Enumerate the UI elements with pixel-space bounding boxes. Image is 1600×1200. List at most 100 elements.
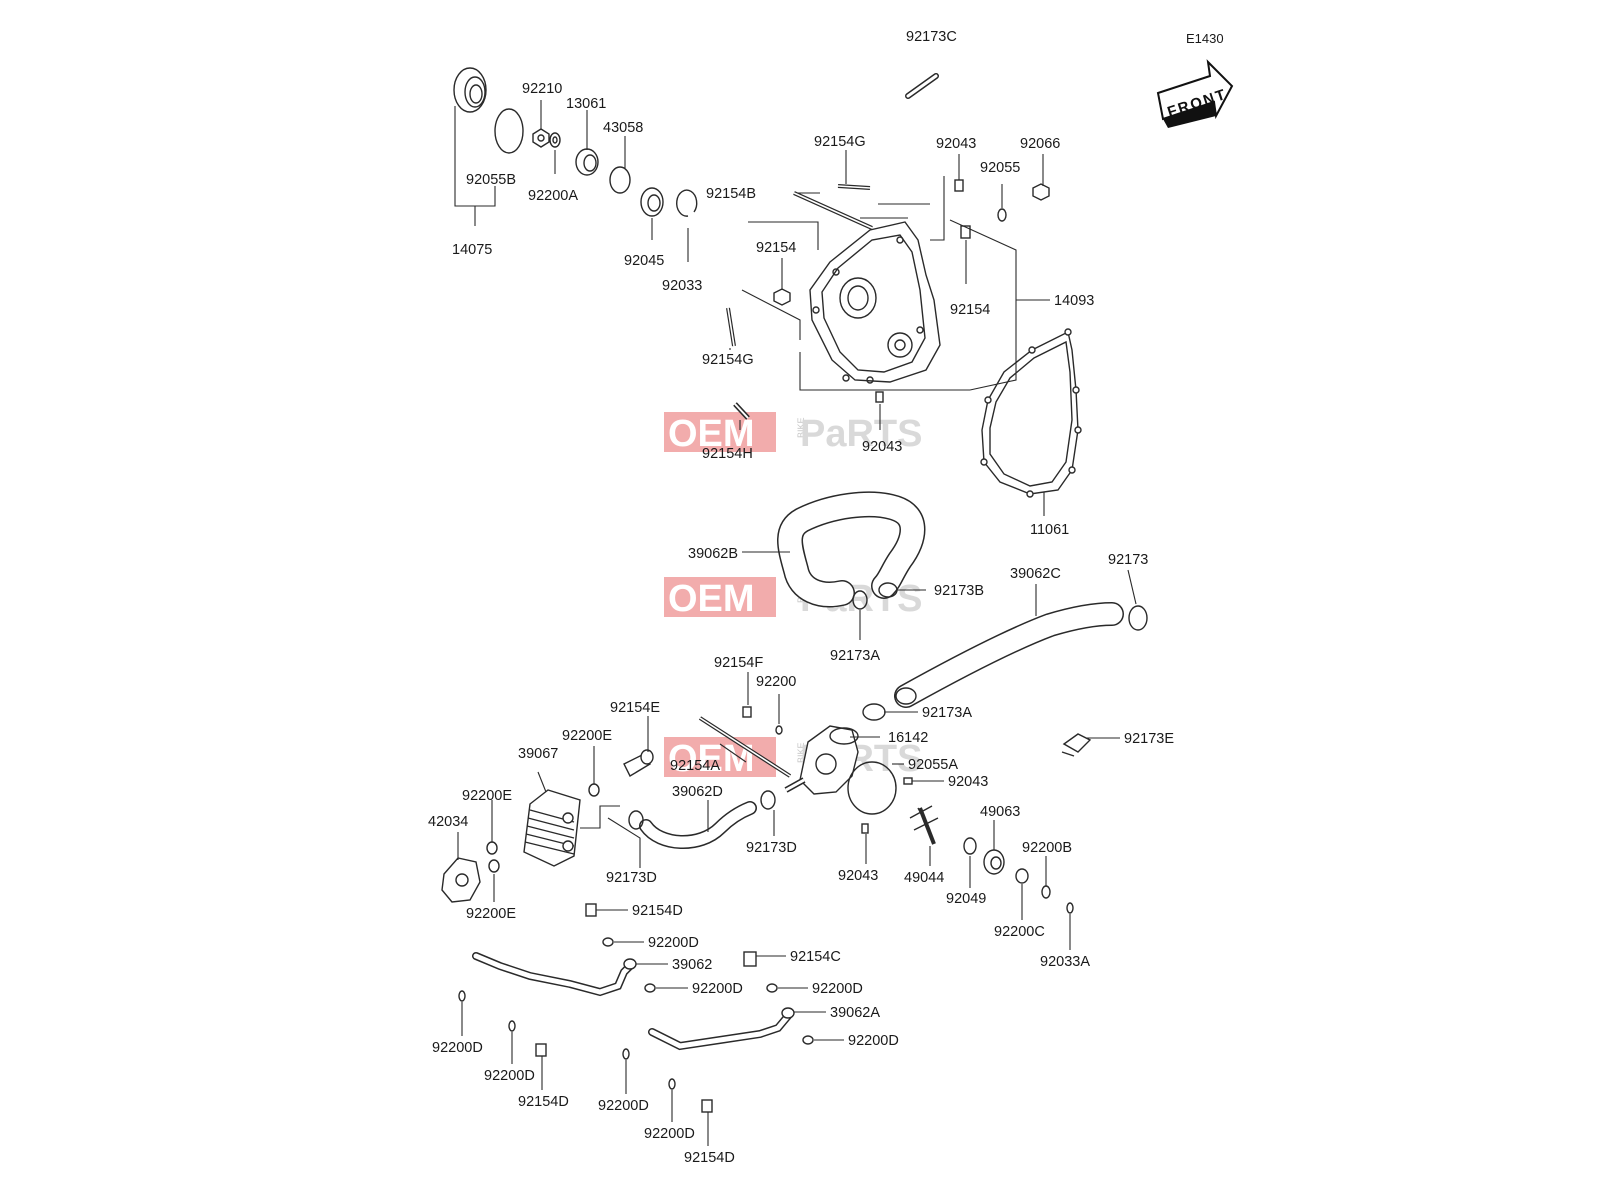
callout-39062[interactable]: 39062 (672, 957, 712, 973)
part-14093-cover-drawing (809, 221, 941, 384)
callout-92200e-a[interactable]: 92200E (562, 728, 612, 744)
callout-92033[interactable]: 92033 (662, 278, 702, 294)
part-92055-drawing (997, 208, 1007, 222)
callout-92200e-b[interactable]: 92200E (462, 788, 512, 804)
callout-92200b[interactable]: 92200B (1022, 840, 1072, 856)
callout-92200d-d[interactable]: 92200D (848, 1033, 899, 1049)
callout-92173[interactable]: 92173 (1108, 552, 1148, 568)
callout-39062d[interactable]: 39062D (672, 784, 723, 800)
part-39062d-hose-drawing (639, 801, 757, 849)
callout-49063[interactable]: 49063 (980, 804, 1020, 820)
callout-92043-low[interactable]: 92043 (948, 774, 988, 790)
part-92200d-a-drawing (602, 937, 614, 947)
part-92033-drawing (676, 189, 698, 217)
part-92154c-drawing (743, 951, 757, 967)
callout-92200d-b[interactable]: 92200D (692, 981, 743, 997)
callout-92154g-top[interactable]: 92154G (814, 134, 866, 150)
callout-39067[interactable]: 39067 (518, 746, 558, 762)
callout-92173e[interactable]: 92173E (1124, 731, 1174, 747)
callout-49044[interactable]: 49044 (904, 870, 944, 886)
callout-92154d-a[interactable]: 92154D (632, 903, 683, 919)
part-92200c-drawing (1015, 868, 1029, 884)
part-92200e-b-drawing (486, 841, 498, 855)
callout-92200c[interactable]: 92200C (994, 924, 1045, 940)
callout-92055[interactable]: 92055 (980, 160, 1020, 176)
part-92043-low-drawing (903, 777, 913, 785)
leader-lines (454, 100, 1137, 1146)
callout-92055a[interactable]: 92055A (908, 757, 958, 773)
callout-92154a[interactable]: 92154A (670, 758, 720, 774)
part-49063-drawing (983, 849, 1005, 875)
part-92154d-b-drawing (535, 1043, 547, 1057)
callout-92055b[interactable]: 92055B (466, 172, 516, 188)
callout-43058[interactable]: 43058 (603, 120, 643, 136)
callout-92049[interactable]: 92049 (946, 891, 986, 907)
part-39062c-hose-drawing (894, 602, 1124, 708)
callout-92154h[interactable]: 92154H (702, 446, 753, 462)
part-92154g-low-drawing (726, 307, 736, 347)
part-92154e-drawing (623, 749, 654, 777)
part-92200d-c-drawing (766, 983, 778, 993)
part-39062b-hose-drawing (777, 491, 926, 608)
callout-92154f[interactable]: 92154F (714, 655, 763, 671)
callout-92173a-upper[interactable]: 92173A (830, 648, 880, 664)
callout-92154d-b[interactable]: 92154D (518, 1094, 569, 1110)
callout-92043-bot[interactable]: 92043 (838, 868, 878, 884)
callout-92200a[interactable]: 92200A (528, 188, 578, 204)
part-92154-left-drawing (773, 288, 791, 306)
callout-92200d-g[interactable]: 92200D (598, 1098, 649, 1114)
part-92043-top-drawing (954, 179, 964, 192)
part-92154a-drawing (698, 716, 792, 778)
callout-92154g-low[interactable]: 92154G (702, 352, 754, 368)
part-drawings (441, 67, 1148, 1113)
part-92200d-f-drawing (508, 1020, 516, 1032)
callout-92200d-f[interactable]: 92200D (484, 1068, 535, 1084)
callout-92154-left[interactable]: 92154 (756, 240, 796, 256)
callout-92200e-c[interactable]: 92200E (466, 906, 516, 922)
part-92200d-g-drawing (622, 1048, 630, 1060)
callout-39062a[interactable]: 39062A (830, 1005, 880, 1021)
callout-16142[interactable]: 16142 (888, 730, 928, 746)
callout-13061[interactable]: 13061 (566, 96, 606, 112)
callout-92200d-h[interactable]: 92200D (644, 1126, 695, 1142)
part-11061-gasket-drawing (980, 328, 1082, 498)
part-92033a-drawing (1066, 902, 1074, 914)
callout-92154c[interactable]: 92154C (790, 949, 841, 965)
callout-42034[interactable]: 42034 (428, 814, 468, 830)
callout-92173c[interactable]: 92173C (906, 29, 957, 45)
callout-14093[interactable]: 14093 (1054, 293, 1094, 309)
part-92173d-right-clamp-drawing (760, 790, 776, 810)
callout-39062c[interactable]: 39062C (1010, 566, 1061, 582)
callout-92173d-left[interactable]: 92173D (606, 870, 657, 886)
part-92200-drawing (775, 725, 783, 735)
part-92173e-drawing (1061, 733, 1092, 757)
callout-92173d-right[interactable]: 92173D (746, 840, 797, 856)
part-92173c-drawing (905, 73, 939, 99)
watermark-parts: PaRTS (800, 413, 922, 455)
callout-11061[interactable]: 11061 (1030, 522, 1069, 538)
part-92173a-upper-clamp-drawing (852, 590, 868, 610)
callout-92200[interactable]: 92200 (756, 674, 796, 690)
callout-92045[interactable]: 92045 (624, 253, 664, 269)
callout-92066[interactable]: 92066 (1020, 136, 1060, 152)
callout-92200d-a[interactable]: 92200D (648, 935, 699, 951)
part-92055b-drawing (494, 108, 524, 154)
callout-92200d-c[interactable]: 92200D (812, 981, 863, 997)
watermark-oem: OEM (668, 578, 755, 620)
callout-92033a[interactable]: 92033A (1040, 954, 1090, 970)
callout-39062b[interactable]: 39062B (688, 546, 738, 562)
part-92043-bot-drawing (861, 823, 869, 834)
callout-92200d-e[interactable]: 92200D (432, 1040, 483, 1056)
callout-92154b[interactable]: 92154B (706, 186, 756, 202)
callout-92173b[interactable]: 92173B (934, 583, 984, 599)
callout-92154e[interactable]: 92154E (610, 700, 660, 716)
callout-92173a-lower[interactable]: 92173A (922, 705, 972, 721)
callout-92043-top[interactable]: 92043 (936, 136, 976, 152)
part-14075-drawing (453, 67, 487, 113)
callout-92043-mid[interactable]: 92043 (862, 439, 902, 455)
callout-92154d-c[interactable]: 92154D (684, 1150, 735, 1166)
callout-92154-right[interactable]: 92154 (950, 302, 990, 318)
callout-14075[interactable]: 14075 (452, 242, 492, 258)
callout-92210[interactable]: 92210 (522, 81, 562, 97)
